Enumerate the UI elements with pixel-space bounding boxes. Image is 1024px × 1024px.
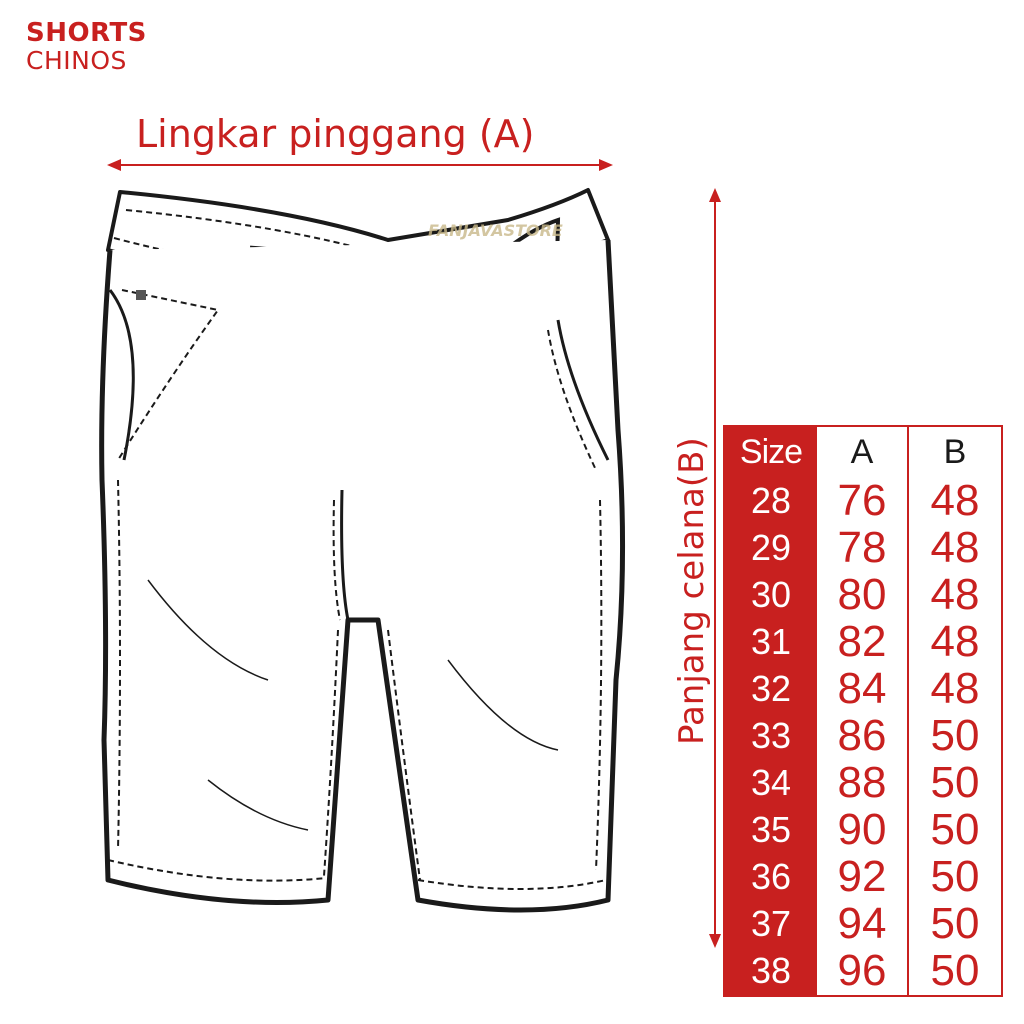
size-row-28-col-a: 76 — [837, 475, 887, 525]
size-row-28-col-b: 48 — [930, 475, 980, 525]
size-row-31-col-b: 48 — [930, 616, 980, 666]
size-row-34-col-a: 88 — [837, 757, 887, 807]
size-row-30-col-b: 48 — [930, 569, 980, 619]
size-row-37-col-b: 50 — [930, 898, 980, 948]
svg-text:FANJAVASTORE: FANJAVASTORE — [428, 221, 563, 240]
size-row-29-col-b: 48 — [930, 522, 980, 572]
chino-shorts-illustration: FANJAVASTORE — [99, 188, 626, 913]
brand-line-1: SHORTS — [26, 18, 147, 48]
size-row-33-col-b: 50 — [930, 710, 980, 760]
size-row-34-col-b: 50 — [930, 757, 980, 807]
size-row-36-col-b: 50 — [930, 851, 980, 901]
brand-line-2: CHINOS — [26, 46, 127, 75]
size-row-36-size: 36 — [750, 855, 792, 897]
size-row-35-col-a: 90 — [837, 804, 887, 854]
brand-title: SHORTS CHINOS — [26, 20, 147, 73]
size-row-32-col-b: 48 — [930, 663, 980, 713]
size-row-31-col-a: 82 — [837, 616, 887, 666]
size-row-30-size: 30 — [750, 573, 792, 615]
size-row-38-col-a: 96 — [837, 945, 887, 995]
size-row-34-size: 34 — [750, 761, 792, 803]
size-row-32-col-a: 84 — [837, 663, 887, 713]
column-divider — [907, 427, 909, 995]
size-row-37-col-a: 94 — [837, 898, 887, 948]
length-arrow — [709, 188, 721, 948]
size-row-37-size: 37 — [750, 902, 792, 944]
header-cell-b: B — [943, 433, 967, 471]
size-row-28-size: 28 — [750, 479, 792, 521]
size-row-29-size: 29 — [750, 526, 792, 568]
size-row-31-size: 31 — [750, 620, 792, 662]
waist-arrow — [107, 159, 613, 171]
size-row-33-col-a: 86 — [837, 710, 887, 760]
size-row-35-size: 35 — [750, 808, 792, 850]
size-row-32-size: 32 — [750, 667, 792, 709]
size-column-fill — [725, 427, 817, 995]
header-cell-a: A — [850, 433, 874, 471]
size-row-36-col-a: 92 — [837, 851, 887, 901]
waist-label: Lingkar pinggang (A) — [136, 112, 535, 156]
size-row-35-col-b: 50 — [930, 804, 980, 854]
size-row-29-col-a: 78 — [837, 522, 887, 572]
size-chart-table: Size A B 28 76 48 29 78 48 30 80 48 31 82 48 32 84 48 33 86… — [723, 425, 1003, 997]
size-row-33-size: 33 — [750, 714, 792, 756]
size-row-30-col-a: 80 — [837, 569, 887, 619]
size-row-38-col-b: 50 — [930, 945, 980, 995]
size-row-38-size: 38 — [750, 949, 792, 991]
header-cell-size: Size — [739, 433, 803, 471]
